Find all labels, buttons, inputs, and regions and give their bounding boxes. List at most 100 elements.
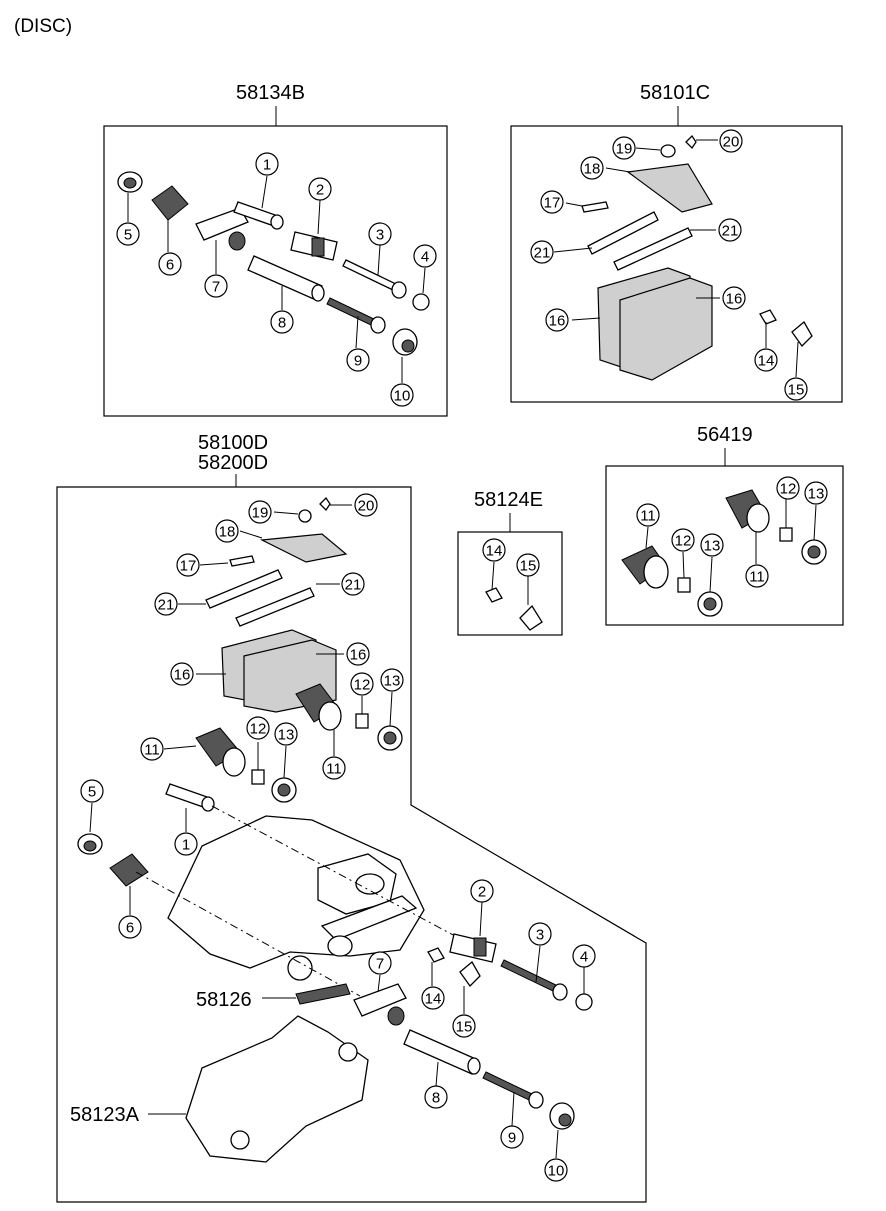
callout-circle [784,377,808,401]
callout-11: 11 [745,564,769,588]
callout-number: 3 [376,227,384,244]
group-58101c: 58101C [510,82,843,403]
callout-number: 1 [263,157,271,174]
callout-1: 1 [255,152,279,176]
callout-15: 15 [784,377,808,401]
callout-number: 2 [478,884,486,901]
callout-14: 14 [754,348,778,372]
callout-circle [246,716,270,740]
callout-number: 10 [548,1163,565,1180]
callout-13: 13 [804,481,828,505]
callout-circle [322,756,346,780]
callout-number: 13 [278,727,295,744]
callout-number: 5 [88,784,96,801]
callout-number: 21 [345,577,362,594]
callout-6: 6 [158,252,182,276]
callout-12: 12 [350,672,374,696]
callout-21: 21 [154,592,178,616]
group-label-58134b: 58134B [236,82,305,104]
callout-circle [174,832,198,856]
callout-number: 17 [180,558,197,575]
callout-circle [540,190,564,214]
callout-number: 11 [749,569,765,586]
callout-13: 13 [274,722,298,746]
callout-circle [118,915,142,939]
callout-11: 11 [322,756,346,780]
callout-circle [274,722,298,746]
callout-21: 21 [341,572,365,596]
callout-1: 1 [174,832,198,856]
callout-number: 12 [354,677,371,694]
callout-circle [154,592,178,616]
group-label-58101c: 58101C [640,82,710,104]
callout-circle [390,383,414,407]
spring-plate-18 [626,163,713,213]
callout-number: 18 [219,524,236,541]
callout-number: 13 [384,673,401,690]
callout-number: 16 [549,313,566,330]
callout-number: 9 [508,1130,516,1147]
callout-number: 16 [174,667,191,684]
group-box-58101c [510,125,843,403]
callout-4: 4 [413,244,437,268]
callout-2: 2 [470,879,494,903]
callout-circle [671,528,695,552]
callout-circle [140,737,164,761]
callout-number: 21 [158,597,175,614]
group-box-58134b [103,125,448,417]
callout-circle [176,553,200,577]
callout-14: 14 [482,538,506,562]
callout-5: 5 [80,779,104,803]
callout-number: 8 [432,1090,440,1107]
callout-number: 13 [808,486,825,503]
callout-circle [612,136,636,160]
callout-number: 17 [544,195,561,212]
callout-8: 8 [424,1085,448,1109]
callout-13: 13 [700,533,724,557]
callout-number: 21 [722,223,739,240]
callout-circle [270,310,294,334]
callout-14: 14 [421,986,445,1010]
callout-18: 18 [215,519,239,543]
callout-12: 12 [671,528,695,552]
callout-number: 2 [316,182,324,199]
callout-circle [80,779,104,803]
callout-circle [700,533,724,557]
callout-13: 13 [380,668,404,692]
callout-number: 12 [780,481,797,498]
callout-circle [308,177,332,201]
callout-circle [158,252,182,276]
callout-number: 14 [758,353,775,370]
group-label-58124e: 58124E [474,489,543,511]
callout-circle [804,481,828,505]
callout-19: 19 [248,500,272,524]
callout-5: 5 [116,222,140,246]
callout-number: 7 [376,956,384,973]
callout-20: 20 [354,493,378,517]
callout-16: 16 [170,662,194,686]
callout-circle [346,642,370,666]
callout-number: 14 [425,991,442,1008]
callout-circle [530,240,554,264]
callout-number: 11 [144,742,160,759]
callout-circle [572,944,596,968]
callout-3: 3 [528,922,552,946]
callout-number: 3 [536,927,544,944]
callout-circle [545,308,569,332]
callout-17: 17 [540,190,564,214]
callout-circle [718,218,742,242]
page-title: (DISC) [14,16,72,37]
callout-9: 9 [346,348,370,372]
callout-circle [482,538,506,562]
brake-pad-16b [619,277,713,381]
callout-4: 4 [572,944,596,968]
callout-number: 1 [182,837,190,854]
group-label-58126: 58126 [196,989,252,1011]
callout-circle [636,503,660,527]
group-label-58100d: 58100D [198,432,268,454]
callout-12: 12 [246,716,270,740]
callout-circle [719,129,743,153]
callout-circle [516,553,540,577]
callout-circle [248,500,272,524]
